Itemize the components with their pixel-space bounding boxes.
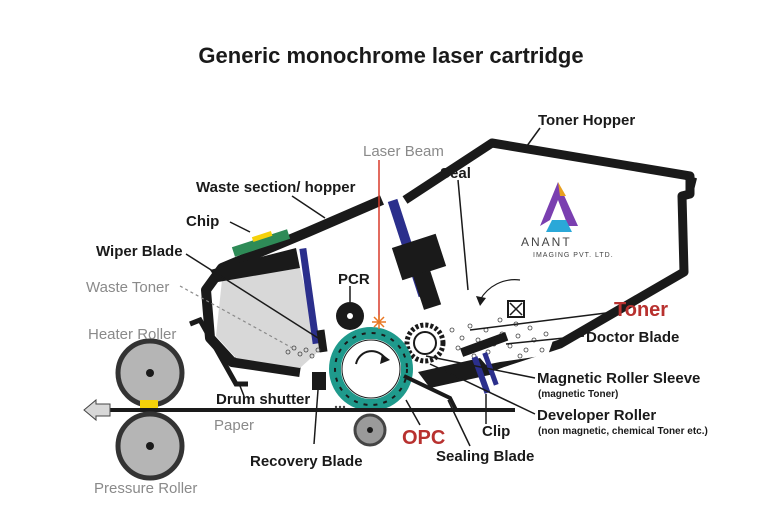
sealing-blade [403,374,458,411]
label-magnetic-roller-sleeve: Magnetic Roller Sleeve [537,370,700,387]
paper-direction-arrow [83,398,111,422]
label-chip: Chip [186,213,219,230]
label-opc: OPC [402,427,445,449]
leader-sealing-blade [447,399,471,447]
opc-rotation-arrow [380,354,390,364]
leader-developer-roller [429,363,536,415]
wiper-blade [299,248,320,345]
transfer-roller-core [367,427,373,433]
label-laser-beam: Laser Beam [363,143,444,160]
label-wiper-blade: Wiper Blade [96,243,183,260]
hopper-hook [681,173,697,197]
leader-wiper-blade [185,253,319,339]
leader-mag-roller [425,355,536,379]
label-clip: Clip [482,423,510,440]
leader-waste-toner [179,285,297,351]
logo-mark-icon [540,182,578,226]
diagram-title: Generic monochrome laser cartridge [198,43,583,68]
developer-roller-core [413,331,437,355]
waste-hopper-shell [201,195,384,377]
leader-opc [405,399,421,426]
leader-toner [469,312,607,331]
seal-block [391,233,447,281]
agitator-cross-2 [509,302,523,316]
leader-doctor-blade [505,335,585,345]
wiper-blade-tip [316,329,328,353]
agitator-box [507,300,525,318]
company-logo: ANANT IMAGING PVT. LTD. [521,182,614,259]
label-recovery-blade: Recovery Blade [250,453,363,470]
heater-roller-core [146,369,154,377]
logo-sub: IMAGING PVT. LTD. [533,252,614,259]
seal-lower [412,270,442,310]
recovery-blade [312,372,326,390]
chip [231,229,291,257]
label-doctor-blade: Doctor Blade [586,329,679,346]
pressure-roller-core [146,442,154,450]
opc-drum-dashes [334,332,408,406]
label-drum-shutter: Drum shutter [216,391,310,408]
doctor-blade [460,332,509,357]
agitator-sweep-arc [479,279,521,301]
chip-contact [251,231,273,242]
label-heater-roller: Heater Roller [88,326,176,343]
paper-toner-specks [334,405,346,409]
logo-name: ANANT [521,235,572,249]
laser-burst-icon [372,315,386,329]
label-magnetic-toner: (magnetic Toner) [538,389,618,400]
label-pressure-roller: Pressure Roller [94,480,197,497]
label-waste-section: Waste section/ hopper [196,179,356,196]
label-toner-hopper: Toner Hopper [538,112,635,129]
fuser-paper-strip [140,400,158,408]
label-developer-roller: Developer Roller [537,407,656,424]
agitator-arrow [476,296,486,306]
pcr-roller-core [347,313,353,319]
leader-waste-section [291,195,326,219]
opc-drum-inner [341,339,401,399]
label-sealing-blade: Sealing Blade [436,448,534,465]
leader-toner-hopper [523,127,541,151]
label-pcr: PCR [338,271,370,288]
waste-hopper-fill [216,268,320,368]
label-seal: Seal [440,165,471,182]
leader-seal [457,179,469,291]
waste-toner-particles [285,345,321,359]
leader-drum-shutter [239,385,245,397]
label-toner: Toner [614,299,668,321]
leader-chip [229,221,251,233]
leader-recovery-blade [313,389,319,445]
label-non-magnetic-toner: (non magnetic, chemical Toner etc.) [538,426,708,437]
drum-shutter [189,316,248,387]
waste-lid [210,248,300,282]
label-waste-toner: Waste Toner [86,279,169,296]
label-paper: Paper [214,417,254,434]
